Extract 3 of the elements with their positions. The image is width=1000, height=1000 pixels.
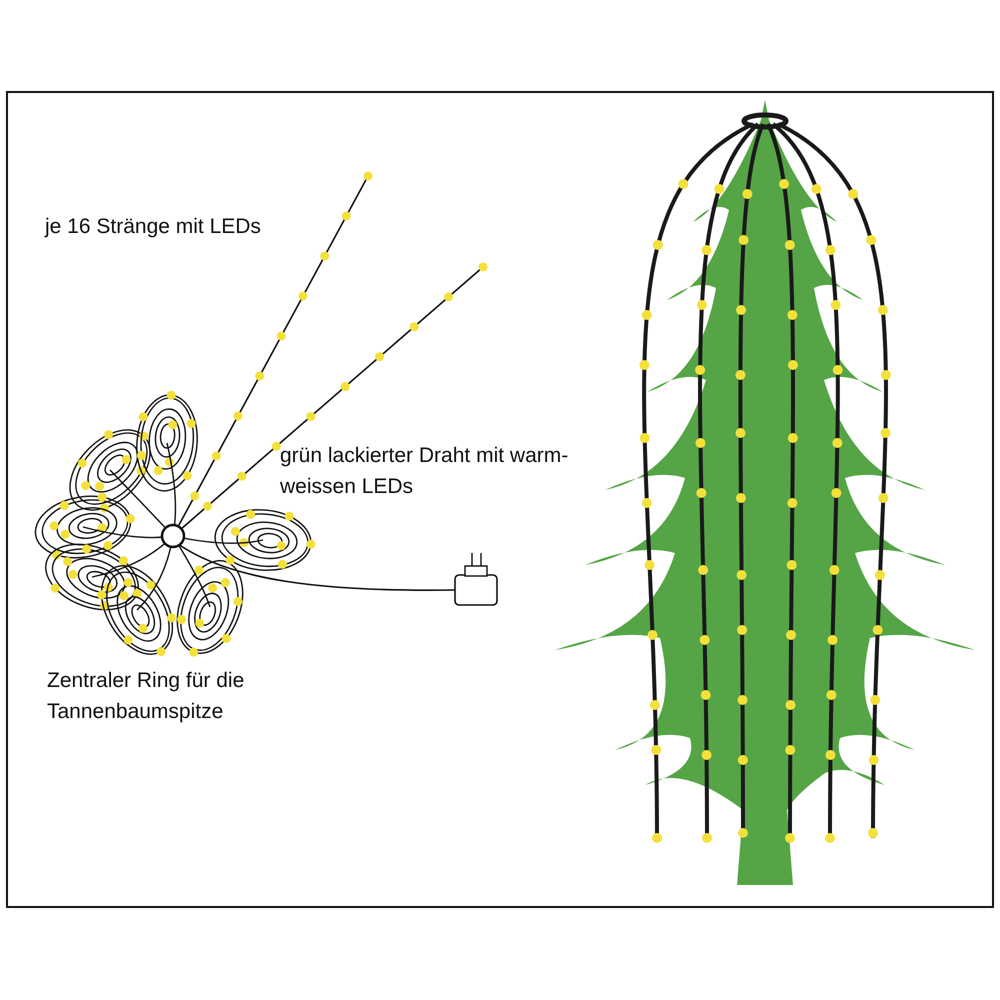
- callout-text: grün lackierter Draht mit warm-weissen LEDs: [280, 443, 570, 500]
- callout-text: je 16 Stränge mit LEDs: [45, 214, 262, 240]
- callout-text: Zentraler Ring für die Tannenbaumspitze: [47, 668, 246, 725]
